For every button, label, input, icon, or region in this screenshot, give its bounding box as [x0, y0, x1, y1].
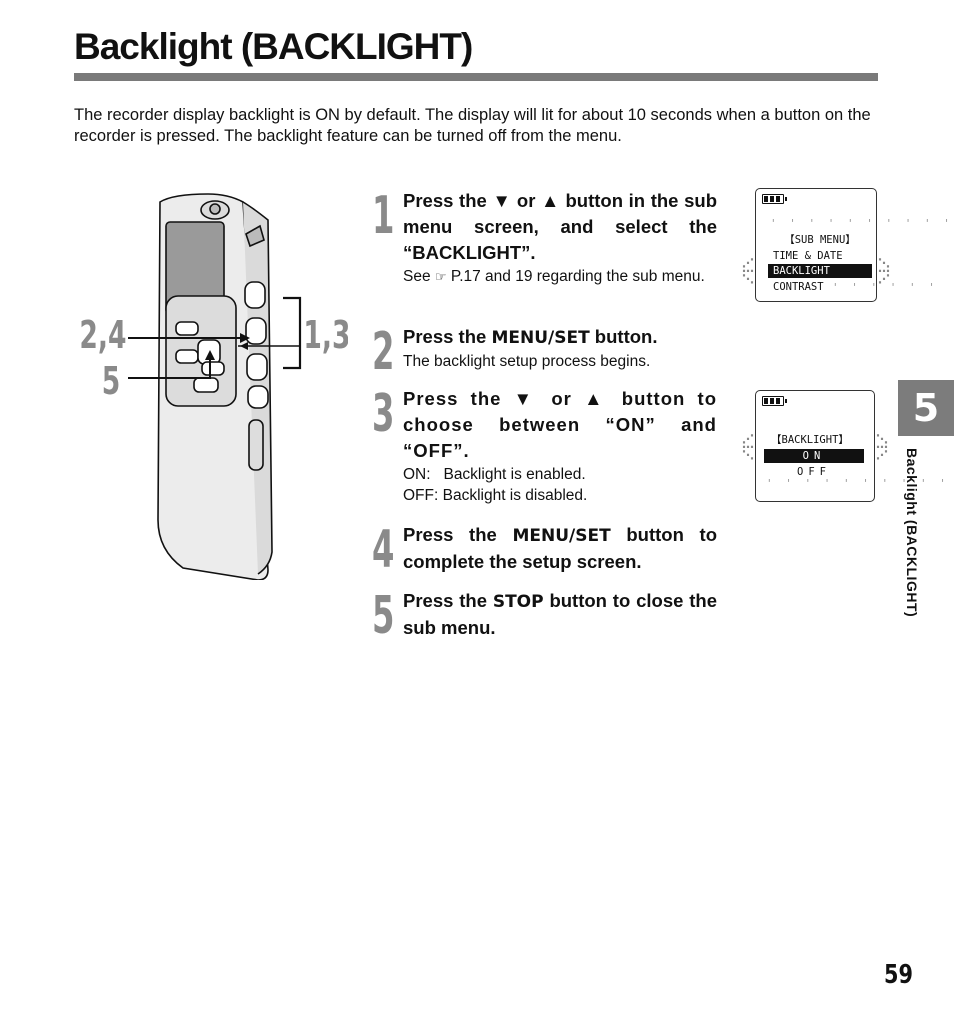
blink-indicator-icon: ⋱⋯⋰	[878, 256, 890, 286]
lcd-row-selected: ON	[764, 449, 864, 463]
step-number: 5	[372, 586, 395, 646]
step-4: 4 Press the MENU/SET button to complete …	[372, 520, 717, 580]
step-instruction: Press the STOP button to close the sub m…	[403, 590, 718, 638]
callout-label: 5	[102, 359, 121, 403]
step-note: The backlight setup process begins.	[403, 353, 651, 370]
step-instruction: Press the MENU/SET button to complete th…	[403, 524, 717, 572]
step-number: 4	[372, 520, 395, 580]
callout-label: 2,4	[79, 313, 126, 357]
step-number: 2	[372, 322, 395, 382]
step-3: 3 Press the ▼ or ▲ button to choose betw…	[372, 386, 717, 506]
stop-key: STOP	[492, 592, 544, 612]
up-triangle-icon: ▲	[584, 388, 610, 409]
blink-indicator-icon: ⋰⋯⋱	[742, 256, 754, 286]
step-instruction: Press the MENU/SET button.	[403, 326, 658, 348]
step-instruction: Press the ▼ or ▲ button in the sub menu …	[403, 190, 718, 263]
pointing-hand-icon: ☞	[434, 269, 447, 284]
down-triangle-icon: ▼	[492, 190, 512, 211]
lcd-row-selected: BACKLIGHT	[768, 264, 872, 278]
menu-set-key: MENU/SET	[491, 328, 590, 348]
step-note: ON: Backlight is enabled. OFF: Backlight…	[403, 466, 588, 504]
chapter-caption: Backlight (BACKLIGHT)	[904, 448, 920, 618]
up-triangle-icon: ▲	[541, 190, 560, 211]
page-title: Backlight (BACKLIGHT)	[74, 26, 473, 67]
blink-indicator-icon: ⋰⋯⋱	[742, 432, 754, 462]
lcd-blink-marks: ' ' ' ' ' '	[832, 281, 938, 294]
lcd-row: CONTRAST	[773, 281, 824, 293]
chapter-tab: 5	[898, 380, 954, 436]
recorder-illustration: 2,4 5 1,3	[79, 193, 348, 580]
lcd-display-backlight: 【BACKLIGHT】 ON OFF ' ' ' ' ' ' ' ' ' ' ⋰…	[742, 390, 946, 502]
step-5: 5 Press the STOP button to close the sub…	[372, 586, 718, 646]
step-number: 3	[372, 384, 395, 444]
step-1: 1 Press the ▼ or ▲ button in the sub men…	[372, 188, 717, 287]
blink-indicator-icon: ⋱⋯⋰	[876, 432, 888, 462]
lcd-row: OFF	[797, 466, 831, 478]
down-triangle-icon: ▼	[513, 388, 540, 409]
menu-set-key: MENU/SET	[512, 526, 611, 546]
intro-paragraph: The recorder display backlight is ON by …	[74, 106, 871, 145]
lcd-display-submenu: 【SUB MENU】 TIME & DATE BACKLIGHT CONTRAS…	[742, 188, 950, 302]
battery-icon	[762, 194, 787, 204]
step-number: 1	[372, 186, 395, 246]
step-instruction: Press the ▼ or ▲ button to choose betwee…	[403, 388, 718, 461]
lcd-row: TIME & DATE	[773, 250, 843, 262]
page-number: 59	[884, 960, 913, 990]
step-note: See ☞ P.17 and 19 regarding the sub menu…	[403, 268, 705, 285]
battery-icon	[762, 396, 787, 406]
callout-label: 1,3	[303, 313, 348, 357]
lcd-row: 【BACKLIGHT】	[771, 434, 849, 446]
lcd-row: 【SUB MENU】	[784, 234, 856, 246]
lcd-blink-marks: ' ' ' ' ' ' ' ' ' '	[766, 477, 949, 490]
step-2: 2 Press the MENU/SET button. The backlig…	[372, 324, 717, 378]
title-rule	[74, 73, 878, 81]
lcd-blink-marks: ' ' ' ' ' ' ' ' ' '	[770, 217, 953, 230]
